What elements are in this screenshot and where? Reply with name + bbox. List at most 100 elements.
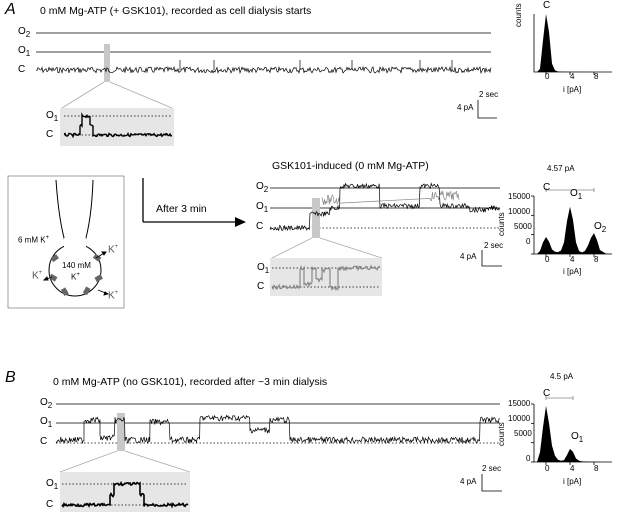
- panel-a-mid-caption: GSK101-induced (0 mM Mg-ATP): [272, 160, 429, 172]
- patch-pipette: [55, 179, 94, 246]
- trace-a-mid-grey: [321, 190, 460, 205]
- b-level-c-label: C: [40, 436, 48, 447]
- mid-level-o2-label: O2: [256, 181, 269, 194]
- histogram-bracket-ends: [545, 396, 574, 400]
- inside-k-label-1: 140 mM: [62, 261, 91, 270]
- hist2-ytick-5000: 5000: [514, 222, 532, 231]
- cell-membrane: [48, 243, 102, 297]
- panel-a-letter: A: [5, 1, 16, 18]
- bath-k-label: 6 mM K+: [18, 235, 50, 245]
- mid-scale-current-label: 4 pA: [460, 252, 477, 261]
- mid-level-c-label: C: [256, 221, 264, 232]
- scale-bar-a-mid: [481, 250, 502, 267]
- hist2-ytick-0: 0: [526, 237, 531, 246]
- panel-b-letter: B: [5, 369, 16, 386]
- panel-a-mid-level-lines: [270, 187, 500, 209]
- panel-a-top-level-lines: [36, 32, 491, 53]
- mid-scale-time-label: 2 sec: [484, 241, 504, 250]
- panel-b-caption: 0 mM Mg-ATP (no GSK101), recorded after …: [53, 376, 328, 388]
- pipette-opening: [64, 238, 86, 250]
- hist3-ytick-15000: 15000: [508, 399, 531, 408]
- hist2-ytick-15000: 15000: [508, 192, 531, 201]
- hist2-xlabel: i [pA]: [563, 267, 582, 276]
- hist2-bracket-label: 4.57 pA: [547, 164, 575, 173]
- hist3-ylabel: counts: [497, 422, 506, 446]
- histogram-area: [537, 14, 606, 72]
- histogram-area: [537, 206, 612, 254]
- panel-a-top-caption: 0 mM Mg-ATP (+ GSK101), recorded as cell…: [40, 5, 312, 17]
- panel-b-level-lines: [56, 403, 500, 424]
- hist2-peak-o2: O2: [594, 221, 607, 234]
- hist1-xtick-4: 4: [570, 72, 575, 81]
- hist3-xtick-0: 0: [545, 464, 550, 473]
- panel-a-top-trace: [35, 60, 492, 75]
- hist3-ytick-0: 0: [526, 454, 531, 463]
- hist3-bracket-label: 4.5 pA: [550, 372, 574, 381]
- inset-a-top-trace: [63, 112, 173, 139]
- hist3-xlabel: i [pA]: [563, 477, 582, 486]
- k-ion-label-3: K+: [108, 290, 119, 302]
- zoom-connector-a-top: [61, 81, 173, 109]
- scale-bar-b: [481, 474, 502, 492]
- hist3-peak-c: C: [543, 388, 551, 399]
- hist2-xtick-8: 8: [594, 255, 599, 264]
- hist3-peak-o1: O1: [571, 431, 584, 444]
- zoom-connector-b: [59, 450, 191, 473]
- hist3-ytick-10000: 10000: [508, 414, 531, 423]
- zoom-highlight-b: [117, 413, 125, 451]
- inset-b-trace: [61, 480, 189, 509]
- histogram-a-mid: [531, 188, 612, 257]
- scale-bar-a-top: [477, 100, 497, 119]
- scale-time-label: 2 sec: [479, 90, 499, 99]
- zoom-highlight-a-mid: [312, 198, 320, 238]
- scale-current-label: 4 pA: [457, 103, 474, 112]
- hist1-xtick-0: 0: [545, 72, 550, 81]
- inset-a-mid-trace: [271, 264, 381, 291]
- level-c-label: C: [18, 64, 26, 75]
- zoom-connector-a-mid: [271, 237, 383, 259]
- trace-a-top: [35, 65, 492, 75]
- cell-schematic-box: [7, 175, 125, 309]
- mid-level-o1-label: O1: [256, 201, 269, 214]
- histogram-bracket-ends: [545, 188, 595, 192]
- mid-inset-o1-label: O1: [257, 262, 270, 275]
- hist2-peak-o1: O1: [570, 188, 583, 201]
- mid-inset-c-label: C: [257, 281, 265, 292]
- k-ion-label-2: K+: [32, 270, 43, 282]
- arrow-label: After 3 min: [156, 203, 207, 215]
- hist3-xtick-8: 8: [594, 464, 599, 473]
- trace-inset-a-top: [63, 112, 173, 139]
- panel-b-trace: [55, 414, 500, 445]
- hist1-ylabel: counts: [514, 3, 523, 27]
- hist2-xtick-0: 0: [545, 255, 550, 264]
- hist1-xlabel: i [pA]: [563, 85, 582, 94]
- trace-b: [55, 414, 500, 445]
- inset-a-mid-box: [270, 258, 382, 296]
- b-inset-o1-label: O1: [46, 478, 59, 491]
- trace-a-mid: [269, 182, 500, 232]
- k-ion-label-1: K+: [108, 244, 119, 256]
- hist1-xtick-8: 8: [594, 72, 599, 81]
- b-level-o1-label: O1: [40, 416, 53, 429]
- inset-a-c-label: C: [46, 129, 54, 140]
- hist3-ytick-5000: 5000: [514, 429, 532, 438]
- histogram-area: [537, 405, 612, 462]
- histogram-axes: [533, 14, 612, 73]
- trace-inset-a-mid: [271, 264, 381, 291]
- hist1-peak-c: C: [543, 0, 551, 11]
- hist2-ytick-10000: 10000: [508, 207, 531, 216]
- b-scale-time-label: 2 sec: [482, 464, 502, 473]
- panel-a-mid-trace: [269, 182, 500, 232]
- inside-k-label-2: K+: [71, 272, 80, 282]
- b-inset-c-label: C: [46, 499, 54, 510]
- histogram-a-top: [533, 14, 612, 75]
- hist2-peak-c: C: [543, 182, 551, 193]
- hist2-xtick-4: 4: [570, 255, 575, 264]
- after-3min-arrow: [142, 178, 246, 227]
- trace-inset-b: [61, 480, 189, 509]
- b-level-o2-label: O2: [40, 397, 53, 410]
- hist3-xtick-4: 4: [570, 464, 575, 473]
- b-scale-current-label: 4 pA: [460, 477, 477, 486]
